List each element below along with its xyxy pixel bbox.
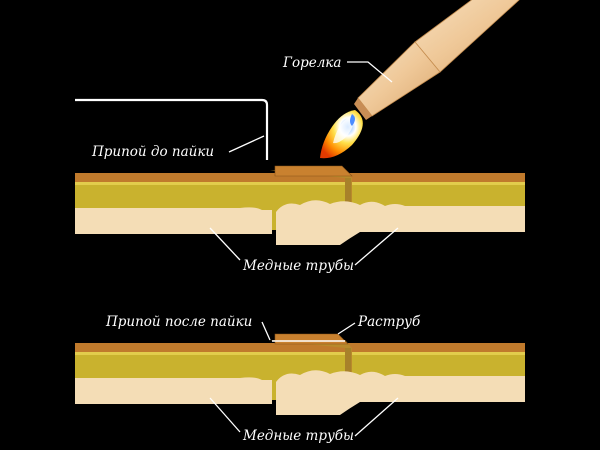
label-socket: Раструб [357, 314, 421, 330]
leader-solder-before [228, 135, 265, 153]
leader-pipes-top-right [354, 227, 399, 266]
torch [354, 0, 520, 120]
leader-pipes-bottom-left [209, 397, 241, 433]
socket-wall-top [75, 173, 525, 182]
inner-pipe-right-bottom [276, 370, 525, 415]
leader-torch [347, 61, 393, 83]
label-pipes-bottom: Медные трубы [242, 428, 354, 444]
leader-pipes-top-left [209, 227, 241, 261]
inner-pipe-left-top [75, 207, 272, 234]
inner-pipe-left-bottom [75, 377, 272, 404]
torch-handle [414, 0, 520, 73]
leader-pipes-bottom-right [354, 397, 399, 437]
label-solder-after: Припой после пайки [105, 314, 252, 330]
inner-pipe-right-top [276, 200, 525, 245]
flame-icon [320, 110, 363, 159]
label-torch: Горелка [282, 55, 341, 71]
assembly-after [75, 333, 525, 415]
label-pipes-top: Медные трубы [242, 258, 354, 274]
leader-solder-after [261, 321, 271, 341]
label-solder-before: Припой до пайки [91, 144, 214, 160]
solder-cap-top [274, 165, 353, 177]
solder-wire [75, 98, 269, 160]
socket-wall-bottom [75, 343, 525, 352]
leader-socket [337, 322, 356, 335]
solder-cap-bottom [274, 333, 349, 345]
assembly-before [75, 165, 525, 245]
